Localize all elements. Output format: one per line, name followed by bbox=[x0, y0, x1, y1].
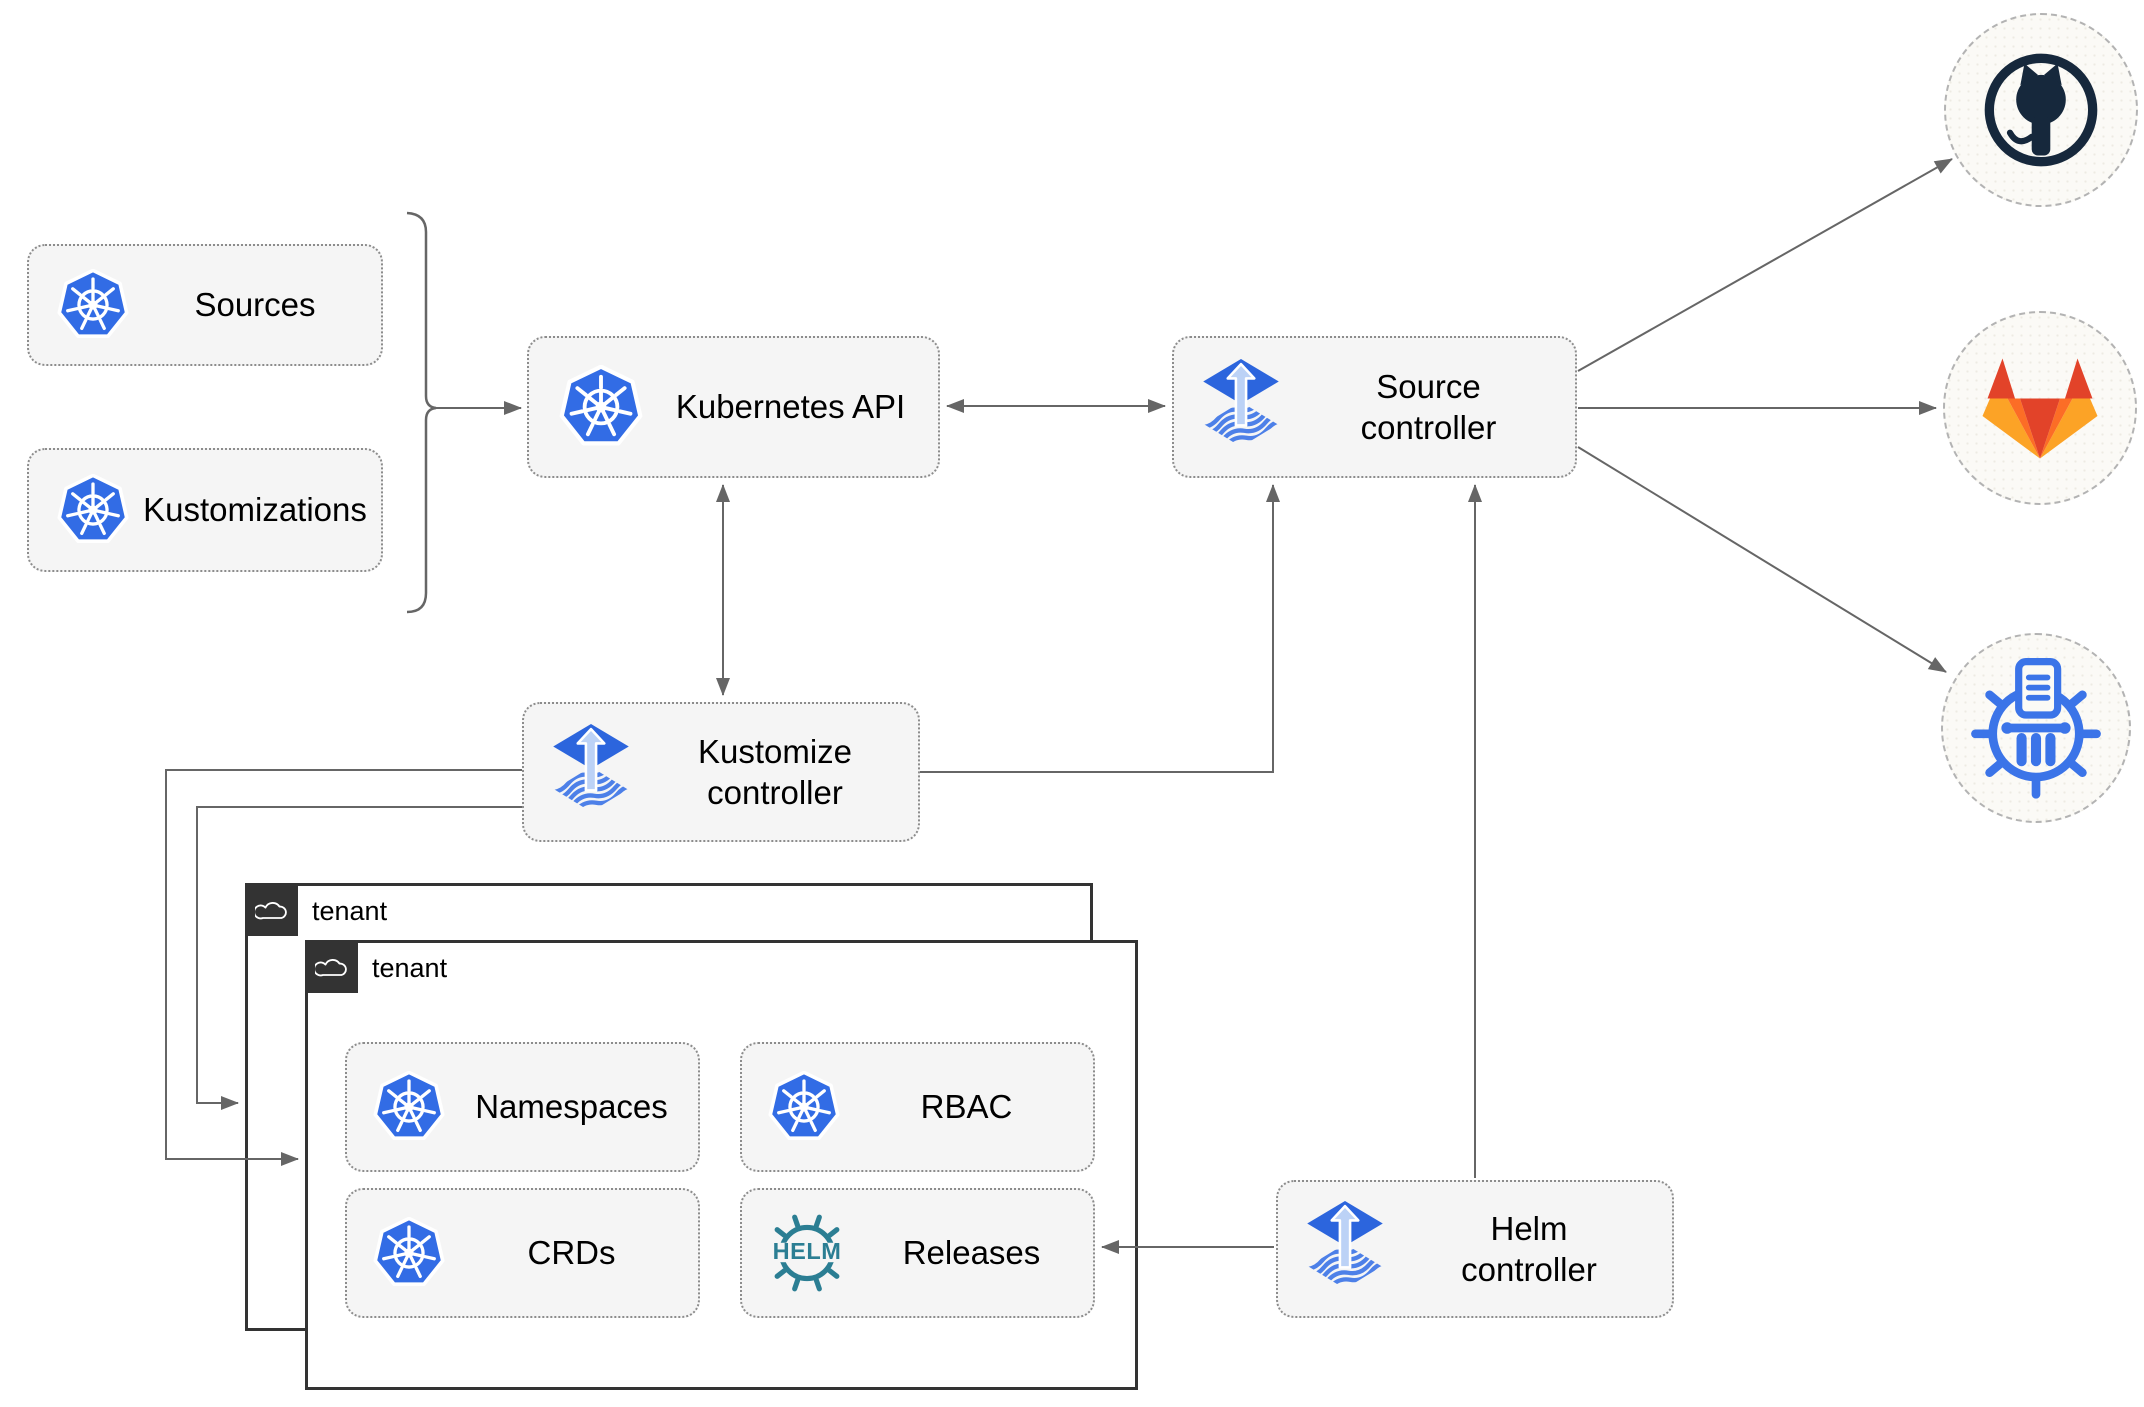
chartmuseum-icon bbox=[1961, 653, 2111, 803]
kubernetes-icon bbox=[57, 269, 129, 341]
flux-icon bbox=[1304, 1200, 1386, 1298]
node-sources[interactable]: Sources bbox=[27, 244, 383, 366]
kubernetes-icon bbox=[768, 1071, 840, 1143]
node-label: Sources bbox=[194, 286, 316, 324]
tenant-label: tenant bbox=[372, 953, 448, 983]
gitlab-icon bbox=[1980, 356, 2100, 461]
node-label: Kustomizations bbox=[143, 491, 367, 529]
edge-kustomize-to-source bbox=[920, 484, 1280, 773]
node-label: CRDs bbox=[527, 1234, 616, 1272]
edge-source-to-github bbox=[1577, 158, 1953, 372]
node-kubernetes-api[interactable]: Kubernetes API bbox=[527, 336, 940, 478]
node-label: Namespaces bbox=[475, 1088, 668, 1126]
endpoint-chartmuseum[interactable] bbox=[1941, 633, 2131, 823]
node-label: Releases bbox=[902, 1234, 1041, 1272]
node-helm-controller[interactable]: Helm controller bbox=[1276, 1180, 1674, 1318]
node-label: Helm controller bbox=[1461, 1209, 1597, 1288]
bracket-sources-kustomizations bbox=[406, 211, 437, 614]
node-kustomize-controller[interactable]: Kustomize controller bbox=[522, 702, 920, 842]
node-label: Kustomize controller bbox=[697, 732, 853, 811]
kubernetes-icon bbox=[57, 474, 129, 546]
node-namespaces[interactable]: Namespaces bbox=[345, 1042, 700, 1172]
node-kustomizations[interactable]: Kustomizations bbox=[27, 448, 383, 572]
tenant-corner-badge bbox=[305, 940, 358, 993]
helm-logo-text: HELM bbox=[773, 1238, 842, 1264]
tenant-corner-badge bbox=[245, 883, 298, 936]
cloud-icon bbox=[255, 898, 289, 922]
cloud-icon bbox=[315, 955, 349, 979]
helm-wheel-icon: HELM bbox=[764, 1214, 850, 1292]
tenant-label: tenant bbox=[312, 896, 388, 926]
kubernetes-icon bbox=[373, 1071, 445, 1143]
github-icon bbox=[1979, 48, 2103, 172]
node-rbac[interactable]: RBAC bbox=[740, 1042, 1095, 1172]
flux-icon bbox=[550, 723, 632, 821]
node-label: RBAC bbox=[920, 1088, 1013, 1126]
endpoint-gitlab[interactable] bbox=[1943, 311, 2137, 505]
node-label: Source controller bbox=[1360, 367, 1497, 446]
node-source-controller[interactable]: Source controller bbox=[1172, 336, 1577, 478]
node-label: Kubernetes API bbox=[675, 388, 906, 426]
node-crds[interactable]: CRDs bbox=[345, 1188, 700, 1318]
flux-icon bbox=[1200, 358, 1282, 456]
kubernetes-icon bbox=[559, 365, 643, 449]
endpoint-github[interactable] bbox=[1944, 13, 2138, 207]
kubernetes-icon bbox=[373, 1217, 445, 1289]
node-releases[interactable]: HELM Releases bbox=[740, 1188, 1095, 1318]
edge-source-to-chartmuseum bbox=[1577, 446, 1947, 673]
